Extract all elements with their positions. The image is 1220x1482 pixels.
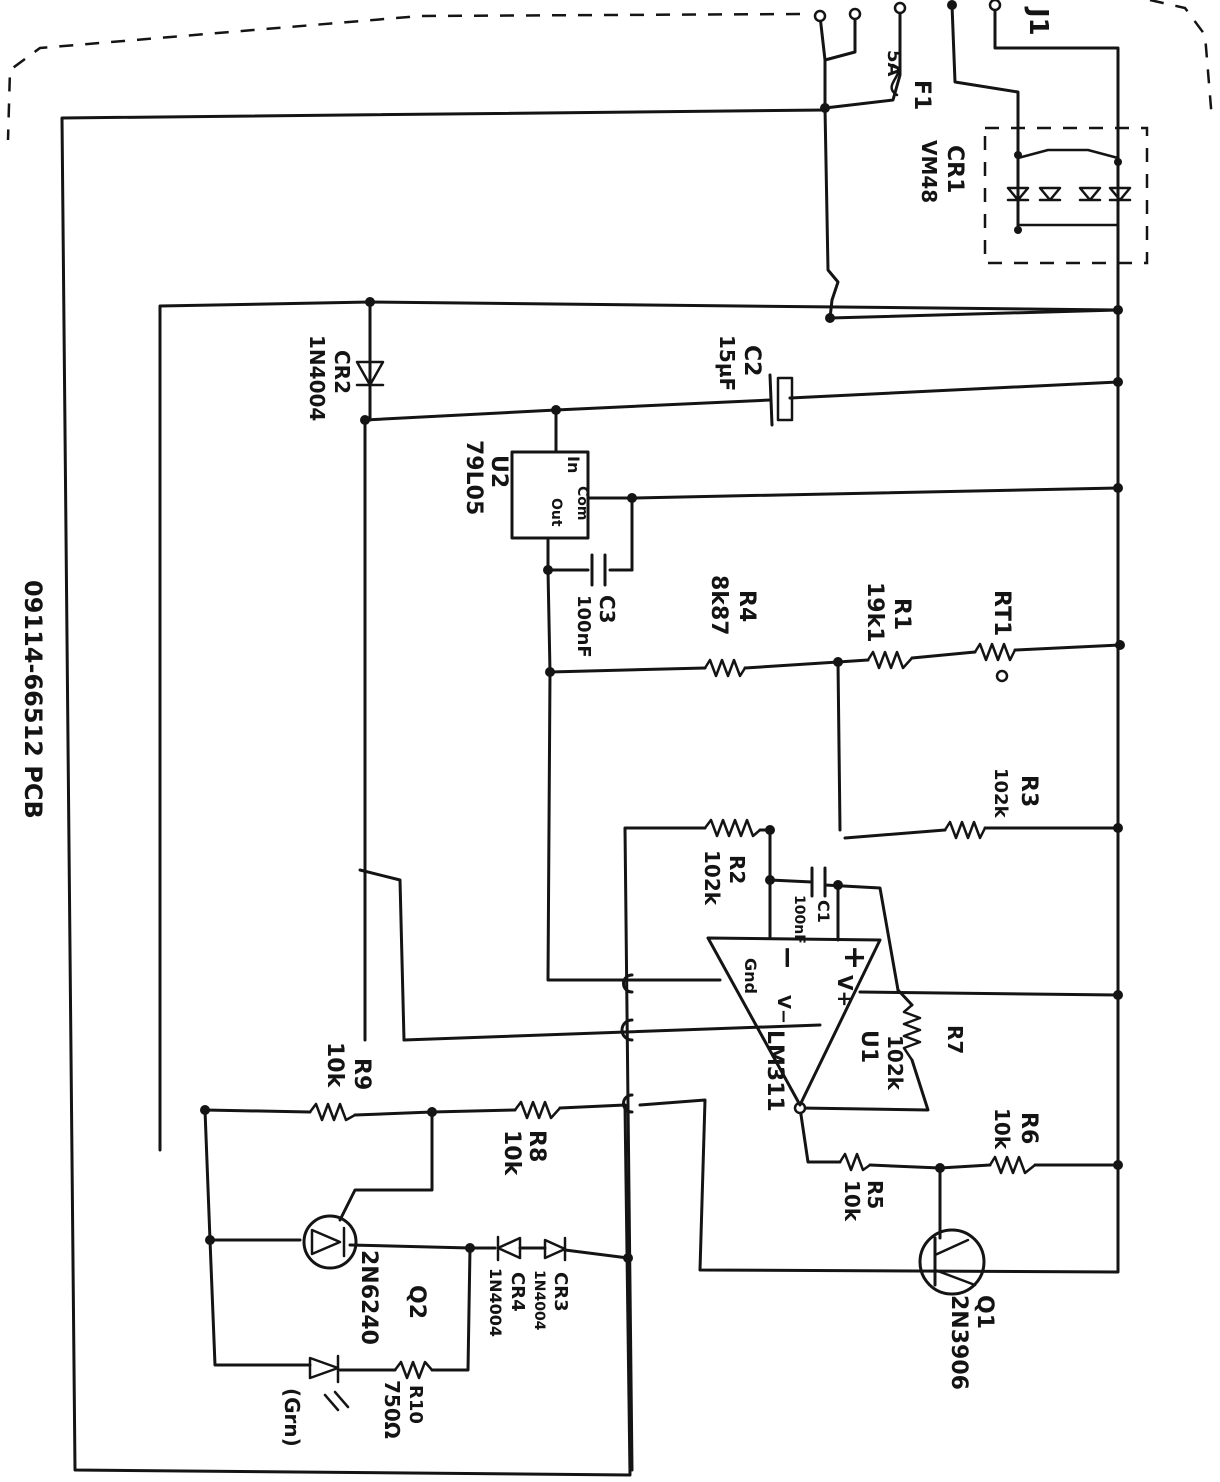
label-u1-pin-vplus: V+ <box>833 975 857 1007</box>
terminal-1 <box>813 9 827 23</box>
label-u2-value: 79L05 <box>461 440 486 515</box>
transistor-q1 <box>918 1228 986 1296</box>
label-c1-value: 100nF <box>791 895 807 944</box>
label-cr1-value: VM48 <box>917 140 941 203</box>
label-c3-ref: C3 <box>595 595 619 624</box>
label-q2-ref: Q2 <box>404 1285 429 1319</box>
label-q1-value: 2N3906 <box>946 1295 971 1390</box>
comparator-u1 <box>706 936 882 1107</box>
label-c2-ref: C2 <box>739 345 764 376</box>
terminal-4 <box>988 0 1002 12</box>
label-q1-ref: Q1 <box>972 1295 997 1329</box>
resistor-r3 <box>943 820 987 840</box>
label-f1-ref: F1 <box>909 80 934 110</box>
label-u2-ref: U2 <box>486 455 511 488</box>
label-q2-value: 2N6240 <box>356 1250 381 1345</box>
wiring <box>60 106 1122 1477</box>
resistor-r8 <box>513 1100 562 1120</box>
capacitor-c2 <box>768 373 794 427</box>
label-u2-pin-com: Com <box>574 486 590 520</box>
enclosure-outline <box>6 0 1214 265</box>
led-indicator <box>308 1354 350 1412</box>
label-f1-value: 5A <box>883 50 904 77</box>
regulator-u2 <box>510 450 590 540</box>
labels: J1 F1 5A CR1 VM48 CR2 1N4004 C2 15µF U2 … <box>19 6 1053 1447</box>
label-c3-value: 100nF <box>573 595 594 658</box>
scr-q2 <box>302 1214 358 1270</box>
label-r8-ref: R8 <box>524 1130 549 1162</box>
capacitor-c3 <box>590 553 607 587</box>
label-r1-ref: R1 <box>889 598 914 630</box>
capacitor-c1 <box>810 866 827 898</box>
label-rt1-ref: RT1 <box>989 590 1014 636</box>
label-j1: J1 <box>1023 6 1053 36</box>
label-r8-value: 10k <box>499 1130 524 1177</box>
resistor-r9 <box>308 1102 357 1122</box>
bridge-rectifier-cr1 <box>1006 148 1132 234</box>
label-r10-value: 750Ω <box>380 1380 404 1439</box>
diode-cr4 <box>496 1235 522 1262</box>
thermistor-rt1 <box>973 642 1017 662</box>
label-r10-ref: R10 <box>405 1385 426 1424</box>
label-c2-value: 15µF <box>715 335 739 391</box>
resistors <box>308 642 1037 1380</box>
label-r3-value: 102k <box>990 768 1011 819</box>
diode-cr3 <box>543 1236 567 1262</box>
label-u1-pin-gnd: Gnd <box>741 958 760 994</box>
junctions <box>200 103 1125 1263</box>
label-r2-value: 102k <box>700 850 724 906</box>
terminal-2 <box>848 7 862 21</box>
diode-cr2 <box>355 360 385 387</box>
fuse-f1 <box>890 63 900 97</box>
label-r3-ref: R3 <box>1016 775 1041 807</box>
label-r2-ref: R2 <box>725 855 749 884</box>
label-r6-ref: R6 <box>1016 1112 1041 1144</box>
label-r4-value: 8k87 <box>706 575 731 636</box>
label-cr1-ref: CR1 <box>942 145 967 193</box>
label-u1-pin-minus: − <box>770 945 805 970</box>
label-r9-value: 10k <box>322 1042 347 1089</box>
resistor-r7 <box>902 1003 922 1062</box>
label-u1-ref: U1 <box>856 1030 881 1063</box>
terminal-3 <box>893 1 907 15</box>
label-cr2-value: 1N4004 <box>305 335 329 421</box>
resistor-r1 <box>866 650 914 670</box>
board-label: 09114-66512 PCB <box>19 580 47 819</box>
label-led-note: (Grn) <box>280 1388 304 1447</box>
resistor-r4 <box>703 658 747 678</box>
label-cr4-value: 1N4004 <box>486 1268 505 1337</box>
input-terminals <box>813 0 1120 152</box>
label-u2-pin-out: Out <box>548 498 564 527</box>
label-u2-pin-in: In <box>564 456 583 473</box>
label-c1-ref: C1 <box>814 900 833 923</box>
label-r5-ref: R5 <box>863 1180 887 1209</box>
label-r6-value: 10k <box>990 1108 1014 1150</box>
label-cr3-ref: CR3 <box>550 1272 571 1312</box>
resistor-r5 <box>838 1152 872 1172</box>
label-r9-ref: R9 <box>349 1058 374 1090</box>
label-r4-ref: R4 <box>734 590 759 622</box>
label-cr2-ref: CR2 <box>330 350 354 394</box>
label-u1-value: LM311 <box>762 1030 787 1112</box>
label-r7-ref: R7 <box>943 1025 967 1054</box>
label-cr4-ref: CR4 <box>507 1272 528 1312</box>
label-r7-value: 102k <box>883 1035 907 1091</box>
resistor-r6 <box>988 1155 1037 1175</box>
label-r5-value: 10k <box>840 1180 864 1222</box>
label-cr3-value: 1N4004 <box>531 1270 547 1331</box>
label-u1-pin-vminus: V− <box>773 995 794 1024</box>
label-r1-value: 19k1 <box>862 582 887 643</box>
resistor-r10 <box>393 1360 434 1380</box>
label-u1-pin-plus: + <box>837 945 872 970</box>
resistor-r2 <box>703 818 762 838</box>
